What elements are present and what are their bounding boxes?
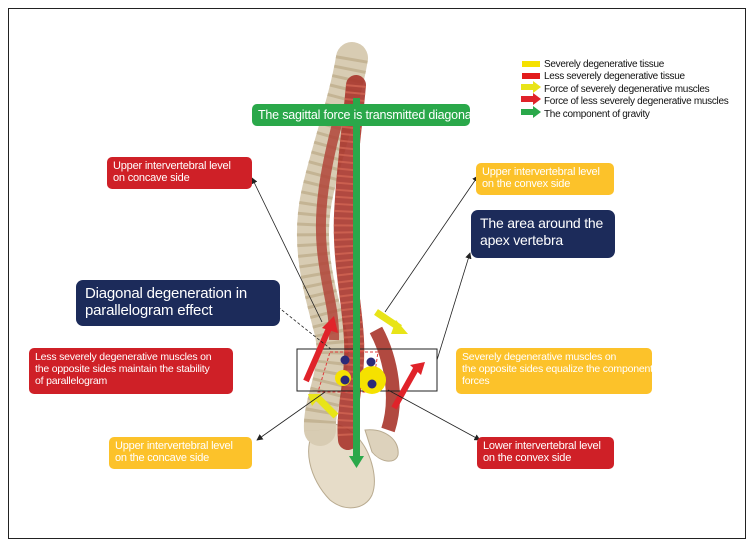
label-line: forces [462,375,646,387]
label-line: on the convex side [482,178,608,190]
legend-label: Severely degenerative tissue [544,59,664,70]
apex-vertebra-label: The area around the apex vertebra [471,210,615,258]
severe-muscles-label: Severely degenerative muscles on the opp… [456,348,652,394]
legend-item: Force of less severely degenerative musc… [520,96,728,109]
label-line: Severely degenerative muscles on [462,351,646,363]
legend-label: Force of severely degenerative muscles [544,84,709,95]
level-dot [341,356,350,365]
leader-upper-convex [385,176,478,312]
label-line: of parallelogram [35,375,227,387]
diagonal-degeneration-label: Diagonal degeneration in parallelogram e… [76,280,280,326]
level-dot [367,358,376,367]
upper-concave-lower-label: Upper intervertebral level on the concav… [109,437,252,469]
label-line: apex vertebra [480,232,606,249]
level-dot [368,380,377,389]
label-line: the opposite sides equalize the componen… [462,363,646,375]
label-line: Upper intervertebral level [115,440,246,452]
label-line: parallelogram effect [85,302,271,319]
legend-item: Less severely degenerative tissue [520,71,728,84]
label-line: Upper intervertebral level [113,160,246,172]
upper-convex-label: Upper intervertebral level on the convex… [476,163,614,195]
leader-lower-convex [388,390,480,440]
sagittal-force-label: The sagittal force is transmitted diagon… [252,104,470,126]
lower-convex-label: Lower intervertebral level on the convex… [477,437,614,469]
legend-label: The component of gravity [544,109,650,120]
less-severe-muscles-label: Less severely degenerative muscles on th… [29,348,233,394]
label-line: the opposite sides maintain the stabilit… [35,363,227,375]
sagittal-force-text: The sagittal force is transmitted diagon… [258,107,464,123]
legend-item: Force of severely degenerative muscles [520,83,728,96]
label-line: on the convex side [483,452,608,464]
label-line: on concave side [113,172,246,184]
label-line: Lower intervertebral level [483,440,608,452]
leader-apex [437,253,470,360]
legend: Severely degenerative tissue Less severe… [520,58,728,121]
level-dot [341,376,350,385]
upper-concave-label: Upper intervertebral level on concave si… [107,157,252,189]
legend-label: Less severely degenerative tissue [544,71,685,82]
label-line: The area around the [480,215,606,232]
legend-label: Force of less severely degenerative musc… [544,96,728,107]
label-line: Diagonal degeneration in [85,285,271,302]
label-line: Less severely degenerative muscles on [35,351,227,363]
legend-item: Severely degenerative tissue [520,58,728,71]
label-line: on the concave side [115,452,246,464]
label-line: Upper intervertebral level [482,166,608,178]
legend-item: The component of gravity [520,108,728,121]
